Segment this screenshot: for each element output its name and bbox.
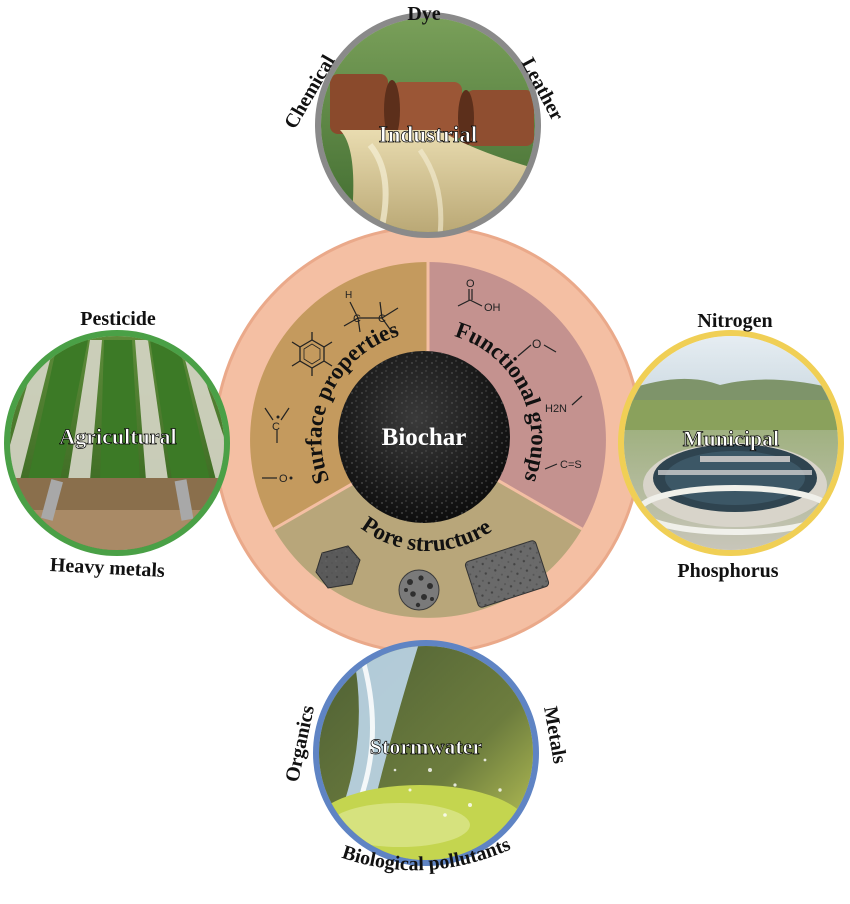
- stormwater-source: Stormwater: [313, 640, 539, 866]
- agricultural-label: Agricultural: [59, 424, 176, 449]
- carboxyl-o: O: [466, 278, 475, 290]
- pollutant-nitrogen: Nitrogen: [697, 310, 772, 332]
- hydroxyl-icon: O: [517, 337, 557, 357]
- thio-label: C=S: [560, 459, 582, 471]
- pollutant-pesticide: Pesticide: [80, 308, 156, 330]
- amine-label: H2N: [545, 403, 567, 415]
- municipal-label: Municipal: [683, 426, 780, 451]
- industrial-source: Industrial: [315, 12, 541, 238]
- pore-grain-icon: [315, 545, 361, 589]
- stormwater-label: Stormwater: [370, 734, 483, 759]
- ethane-c1: C: [353, 313, 361, 325]
- carboxyl-icon: O OH: [457, 278, 501, 314]
- municipal-source: Municipal: [618, 330, 844, 556]
- pore-sphere-icon: [398, 569, 440, 611]
- radical-c: C: [272, 421, 280, 433]
- benzene-icon: [291, 332, 333, 376]
- pollutant-organics: Organics: [281, 703, 319, 784]
- carbon-radical-icon: C: [264, 407, 290, 443]
- oxygen-radical-icon: O: [262, 473, 293, 485]
- carboxyl-oh: OH: [484, 302, 501, 314]
- pollutant-dye: Dye: [407, 3, 440, 25]
- ethane-icon: C C H: [343, 290, 399, 333]
- ethane-h: H: [345, 290, 352, 301]
- pollutant-heavy-metals: Heavy metals: [49, 554, 165, 582]
- pore-block-icon: [464, 540, 550, 608]
- pollutant-phosphorus: Phosphorus: [677, 560, 778, 582]
- radical-o: O: [279, 473, 288, 485]
- amine-icon: H2N: [545, 395, 583, 415]
- agricultural-source: Agricultural: [4, 330, 230, 556]
- hydroxyl-o: O: [532, 337, 541, 351]
- biochar-label: Biochar: [382, 424, 467, 451]
- pollutant-metals: Metals: [539, 705, 571, 766]
- industrial-label: Industrial: [379, 122, 477, 147]
- ethane-c2: C: [378, 313, 386, 325]
- thiocarbonyl-icon: C=S: [544, 459, 582, 471]
